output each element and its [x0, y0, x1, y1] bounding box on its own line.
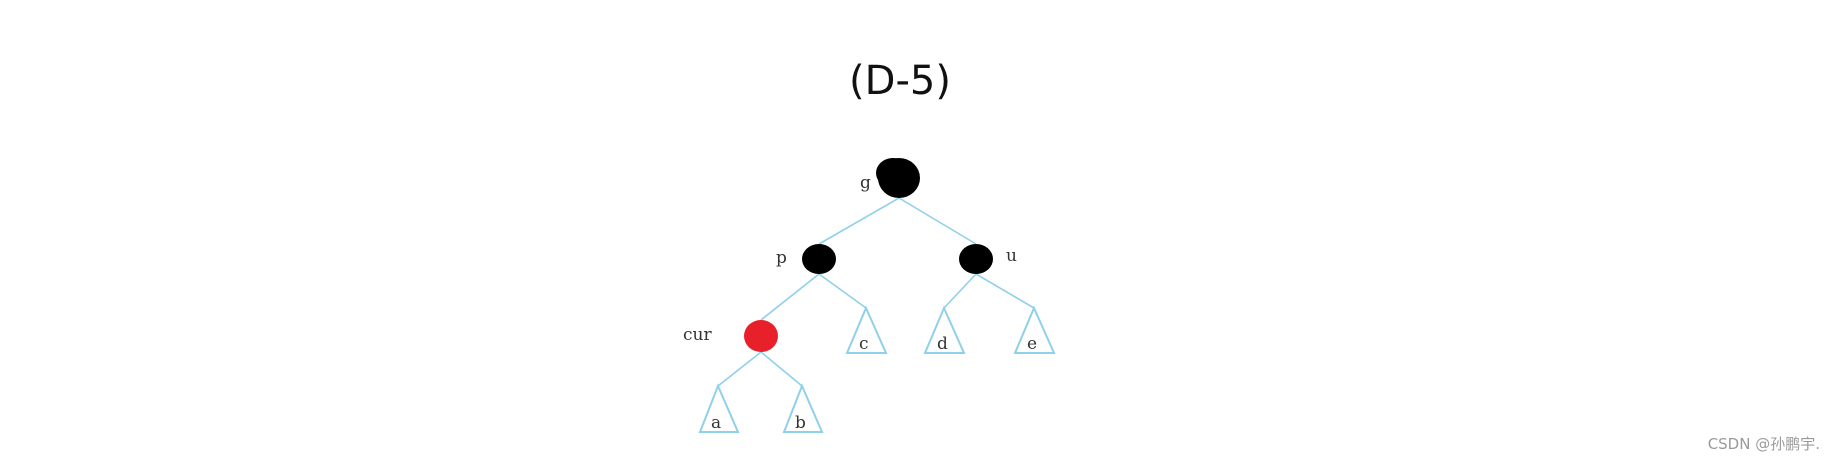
csdn-watermark: CSDN @孙鹏宇. — [1707, 435, 1820, 453]
subtree-label-d: d — [937, 334, 948, 354]
node-p: p — [776, 244, 836, 274]
subtree-triangle — [845, 305, 888, 354]
node-g: g — [860, 158, 920, 198]
edge-g-u — [898, 197, 977, 245]
subtree-label-b: b — [795, 413, 806, 433]
subtree-label-a: a — [711, 413, 721, 433]
black-node-circle — [802, 244, 836, 274]
edge-u-e — [975, 273, 1035, 309]
subtree-a: a — [698, 383, 740, 433]
subtree-label-e: e — [1027, 334, 1037, 354]
diagram-caption: (D-5) — [849, 58, 951, 104]
black-node-circle — [959, 244, 993, 274]
scribble-mark — [876, 158, 910, 188]
subtree-triangle — [923, 305, 966, 354]
node-label-cur: cur — [683, 325, 712, 345]
tree-edges — [717, 197, 1035, 387]
edge-cur-b — [760, 351, 803, 387]
subtree-b: b — [782, 383, 824, 433]
node-label-g: g — [860, 173, 871, 193]
subtree-c: c — [845, 305, 888, 354]
node-label-u: u — [1006, 246, 1017, 266]
subtree-triangle — [782, 383, 824, 433]
subtree-d: d — [923, 305, 966, 354]
subtree-label-c: c — [859, 334, 869, 354]
red-node-circle — [744, 320, 778, 352]
subtree-triangle — [698, 383, 740, 433]
subtree-triangle — [1013, 305, 1056, 354]
edge-p-c — [818, 273, 867, 309]
node-label-p: p — [776, 248, 787, 268]
edge-g-p — [818, 197, 900, 245]
edge-cur-a — [717, 351, 762, 387]
subtree-e: e — [1013, 305, 1056, 354]
node-u: u — [959, 244, 1017, 274]
edge-u-d — [943, 273, 977, 309]
edge-p-cur — [760, 273, 820, 321]
node-cur: cur — [683, 320, 778, 352]
